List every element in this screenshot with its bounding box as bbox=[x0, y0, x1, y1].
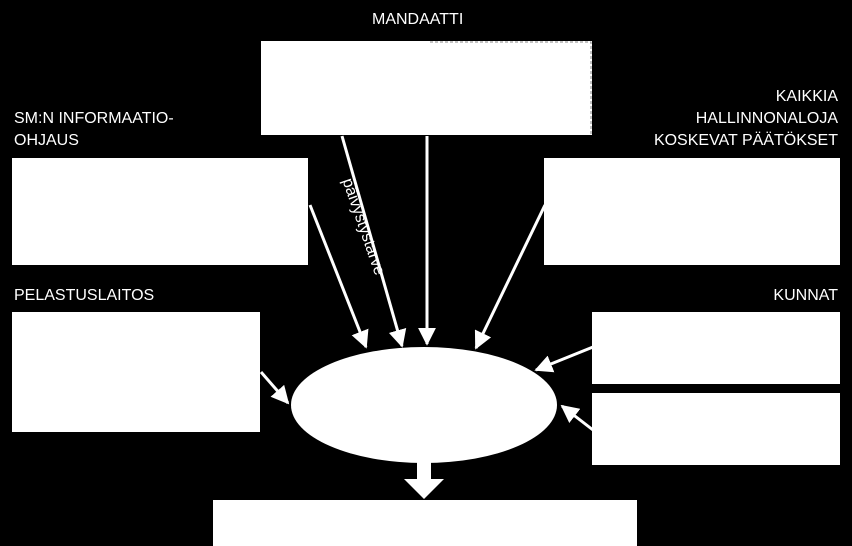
arrow-paivystystarve bbox=[340, 135, 407, 348]
pelastuslaitos-label: PELASTUSLAITOS bbox=[14, 287, 155, 304]
mandaatti-dashed-edge bbox=[430, 41, 592, 134]
kunnat-box-bottom bbox=[592, 393, 840, 465]
mandaatti-box bbox=[261, 41, 592, 135]
arrow-from-kaikkia bbox=[474, 204, 547, 350]
central-ellipse bbox=[291, 347, 557, 463]
kaikkia-label-line-1: KAIKKIA bbox=[775, 88, 838, 105]
sm-informaatio-ohjaus-label: SM:N INFORMAATIO- OHJAUS bbox=[14, 108, 174, 152]
sm-label-line-2: OHJAUS bbox=[14, 132, 79, 149]
kaikkia-hallinnonaloja-box bbox=[544, 158, 840, 265]
arrow-from-sm bbox=[308, 204, 369, 349]
result-box bbox=[213, 500, 637, 546]
arrow-from-kunnat-bottom bbox=[560, 404, 594, 432]
kaikkia-hallinnonaloja-label: KAIKKIA HALLINNONALOJA KOSKEVAT PÄÄTÖKSE… bbox=[654, 86, 838, 152]
block-arrow-down bbox=[404, 462, 444, 499]
kaikkia-label-line-3: KOSKEVAT PÄÄTÖKSET bbox=[653, 132, 838, 149]
sm-informaatio-ohjaus-box bbox=[12, 158, 308, 265]
mandaatti-label: MANDAATTI bbox=[372, 11, 464, 28]
arrow-from-kunnat-top bbox=[534, 345, 594, 373]
sm-label-line-1: SM:N INFORMAATIO- bbox=[14, 110, 174, 127]
arrow-from-pelastuslaitos bbox=[259, 371, 290, 405]
kunnat-box-top bbox=[592, 312, 840, 384]
kaikkia-label-line-2: HALLINNONALOJA bbox=[695, 110, 838, 127]
pelastuslaitos-box bbox=[12, 312, 260, 432]
kunnat-label: KUNNAT bbox=[773, 287, 838, 304]
